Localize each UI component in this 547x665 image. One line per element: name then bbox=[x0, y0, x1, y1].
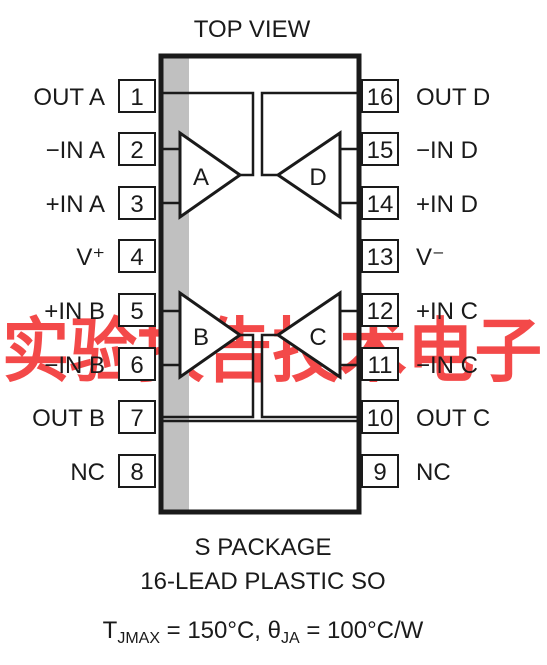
pin-number: 11 bbox=[368, 352, 393, 379]
pin-15: 15 −IN D bbox=[361, 132, 478, 166]
theta-symbol: θ bbox=[268, 617, 281, 644]
pin-label: NC bbox=[70, 459, 105, 486]
pin-number: 8 bbox=[130, 459, 143, 486]
theta-value: = 100°C/W bbox=[300, 617, 424, 644]
pin-number: 1 bbox=[130, 84, 143, 111]
pin-number: 12 bbox=[367, 298, 394, 325]
pin-10: 10 OUT C bbox=[361, 400, 490, 434]
pin-1: 1 OUT A bbox=[33, 79, 156, 113]
pin-number: 15 bbox=[367, 137, 394, 164]
amp-c-triangle bbox=[275, 290, 342, 380]
pin-label: OUT D bbox=[416, 84, 490, 111]
pin-label: +IN D bbox=[416, 191, 478, 218]
package-stripe bbox=[161, 56, 189, 512]
pin-label: +IN A bbox=[46, 191, 105, 218]
pin-number: 7 bbox=[130, 405, 143, 432]
pin-number: 13 bbox=[367, 244, 394, 271]
pin-2: 2 −IN A bbox=[46, 132, 156, 166]
pin-label: −IN A bbox=[46, 137, 105, 164]
left-pins: 1 OUT A 2 −IN A 3 +IN A 4 V⁺ 5 +IN B 6 −… bbox=[32, 79, 156, 488]
pin-number: 6 bbox=[130, 352, 143, 379]
internal-wiring bbox=[161, 91, 359, 419]
pin-number: 16 bbox=[367, 84, 394, 111]
amp-d-label: D bbox=[309, 164, 326, 191]
thermal-spec: TJMAX = 150°C, θJA = 100°C/W bbox=[103, 617, 424, 647]
amp-b-label: B bbox=[193, 324, 209, 351]
pin-label: −IN C bbox=[416, 352, 478, 379]
pin-number: 9 bbox=[373, 459, 386, 486]
top-view-label: TOP VIEW bbox=[194, 16, 311, 43]
pin-label: OUT C bbox=[416, 405, 490, 432]
theta-subscript: JA bbox=[281, 630, 300, 647]
right-pins: 16 OUT D 15 −IN D 14 +IN D 13 V⁻ 12 +IN … bbox=[361, 79, 490, 488]
tjmax-subscript: JMAX bbox=[117, 630, 160, 647]
pin-label: −IN B bbox=[44, 352, 105, 379]
pin-number: 4 bbox=[130, 244, 143, 271]
pin-4: 4 V⁺ bbox=[76, 239, 156, 273]
pin-number: 10 bbox=[367, 405, 394, 432]
pin-label: OUT A bbox=[33, 84, 105, 111]
pin-13: 13 V⁻ bbox=[361, 239, 445, 273]
tjmax-value: = 150°C, bbox=[160, 617, 268, 644]
pin-number: 5 bbox=[130, 298, 143, 325]
amp-a-label: A bbox=[193, 164, 209, 191]
package-description: 16-LEAD PLASTIC SO bbox=[140, 568, 385, 595]
pin-14: 14 +IN D bbox=[361, 186, 478, 220]
watermark-text: 实验报告技术电子 bbox=[2, 310, 542, 392]
pin-5: 5 +IN B bbox=[44, 293, 156, 327]
pin-3: 3 +IN A bbox=[46, 186, 156, 220]
pin-label: V⁺ bbox=[76, 244, 105, 271]
amp-c-label: C bbox=[309, 324, 326, 351]
amp-d-triangle bbox=[275, 130, 342, 220]
pin-12: 12 +IN C bbox=[361, 293, 478, 327]
amp-a-triangle bbox=[178, 130, 243, 220]
package-body bbox=[158, 53, 362, 515]
pin-label: −IN D bbox=[416, 137, 478, 164]
pin-7: 7 OUT B bbox=[32, 400, 156, 434]
pin-8: 8 NC bbox=[70, 454, 156, 488]
pin-number: 2 bbox=[130, 137, 143, 164]
pin-label: NC bbox=[416, 459, 451, 486]
pin-6: 6 −IN B bbox=[44, 347, 156, 381]
package-name: S PACKAGE bbox=[195, 534, 332, 561]
pin-number: 14 bbox=[367, 191, 394, 218]
pin-9: 9 NC bbox=[361, 454, 451, 488]
tjmax-symbol: T bbox=[103, 617, 118, 644]
pin-number: 3 bbox=[130, 191, 143, 218]
pin-label: OUT B bbox=[32, 405, 105, 432]
pin-16: 16 OUT D bbox=[361, 79, 490, 113]
pin-label: +IN C bbox=[416, 298, 478, 325]
pin-label: +IN B bbox=[44, 298, 105, 325]
pin-11: 11 −IN C bbox=[361, 347, 478, 381]
pin-label: V⁻ bbox=[416, 244, 445, 271]
amp-b-triangle bbox=[178, 290, 243, 380]
